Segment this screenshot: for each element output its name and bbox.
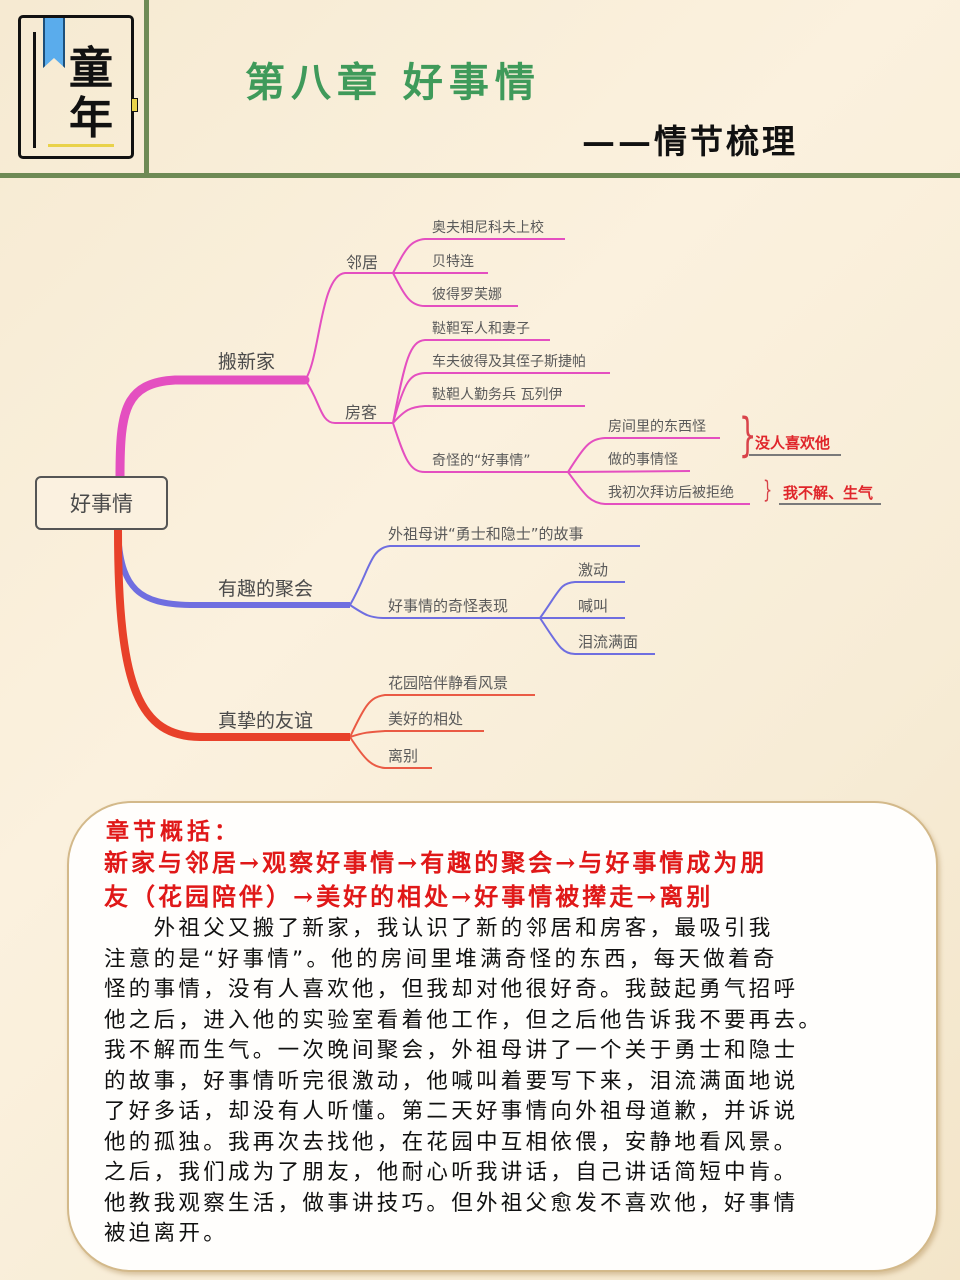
brace-icon: } [738, 408, 757, 462]
node-neighbor-1[interactable]: 奥夫相尼科夫上校 [432, 220, 544, 236]
node-rejected-visit[interactable]: 我初次拜访后被拒绝 [608, 485, 734, 501]
plot-flow-line: 友（花园陪伴）→美好的相处→好事情被撵走→离别 [104, 882, 714, 911]
book-spine [33, 32, 36, 148]
book-title-line2: 年 [69, 93, 113, 144]
note-underline [779, 503, 881, 505]
summary-line: 他的孤独。我再次去找他，在花园中互相依偎，安静地看风景。 [104, 1129, 799, 1155]
bookmark-ribbon-icon [43, 18, 65, 68]
plot-flow-line: 新家与邻居→观察好事情→有趣的聚会→与好事情成为朋 [104, 848, 768, 877]
summary-plot-flow: 新家与邻居→观察好事情→有趣的聚会→与好事情成为朋 友（花园陪伴）→美好的相处→… [104, 846, 914, 914]
node-true-friendship[interactable]: 真挚的友谊 [218, 710, 314, 732]
node-strange-behavior[interactable]: 好事情的奇怪表现 [388, 597, 509, 615]
summary-line: 注意的是“好事情”。他的房间里堆满奇怪的东西，每天做着奇 [104, 946, 778, 972]
mindmap-connectors [114, 238, 750, 769]
chapter-summary-box [67, 801, 938, 1272]
book-underline [48, 144, 114, 147]
node-excited[interactable]: 激动 [578, 561, 609, 579]
node-shouting[interactable]: 喊叫 [578, 597, 609, 615]
header-divider-vertical [144, 0, 149, 176]
mindmap-root-node[interactable]: 好事情 [35, 476, 168, 530]
summary-heading: 章节概括： [106, 818, 241, 845]
summary-line: 他之后，进入他的实验室看着他工作，但之后他告诉我不要再去。 [104, 1007, 824, 1033]
summary-line: 他教我观察生活，做事讲技巧。但外祖父愈发不喜欢他，好事情 [104, 1190, 799, 1216]
node-parting[interactable]: 离别 [388, 747, 419, 765]
branch-move-trunk [115, 375, 310, 481]
subtitle: ——情节梳理 [582, 122, 798, 161]
summary-line: 之后，我们成为了朋友，他耐心听我讲话，自己讲话简短中肯。 [104, 1160, 799, 1185]
node-neighbor-3[interactable]: 彼得罗芙娜 [432, 287, 502, 303]
note-underline [749, 454, 841, 456]
root-label: 好事情 [70, 492, 133, 516]
book-title-line1: 童 [69, 43, 113, 94]
branch-friend-trunk [114, 529, 350, 741]
node-strange-room[interactable]: 房间里的东西怪 [608, 419, 706, 435]
summary-body: 外祖父又搬了新家，我认识了新的邻居和房客，最吸引我 注意的是“好事情”。他的房间… [104, 914, 924, 1250]
book-clasp [131, 98, 138, 112]
summary-line: 怪的事情，没有人喜欢他，但我却对他很好奇。我鼓起勇气招呼 [104, 977, 799, 1002]
node-tenant-3[interactable]: 鞑靼人勤务兵 瓦列伊 [432, 387, 563, 403]
node-neighbor-2[interactable]: 贝特连 [432, 254, 474, 270]
book-icon: 童 年 [18, 15, 138, 159]
node-neighbors[interactable]: 邻居 [346, 253, 379, 272]
summary-line: 了好多话，却没有人听懂。第二天好事情向外祖母道歉，并诉说 [104, 1099, 799, 1124]
node-tenants[interactable]: 房客 [345, 403, 378, 422]
node-good-times[interactable]: 美好的相处 [388, 710, 464, 728]
node-garden-scenery[interactable]: 花园陪伴静看风景 [388, 674, 509, 692]
summary-line: 外祖父又搬了新家，我认识了新的邻居和房客，最吸引我 [104, 916, 774, 941]
node-tenant-2[interactable]: 车夫彼得及其侄子斯捷帕 [432, 354, 586, 370]
note-confused-angry: 我不解、生气 [783, 484, 874, 502]
header-divider-horizontal [0, 173, 960, 178]
node-fun-party[interactable]: 有趣的聚会 [218, 578, 314, 600]
node-tears[interactable]: 泪流满面 [578, 633, 639, 651]
summary-line: 我不解而生气。一次晚间聚会，外祖母讲了一个关于勇士和隐士 [104, 1038, 799, 1063]
summary-line: 的故事，好事情听完很激动，他喊叫着要写下来，泪流满面地说 [104, 1068, 799, 1094]
book-title: 童 年 [61, 44, 121, 144]
node-tenant-1[interactable]: 鞑靼军人和妻子 [432, 321, 530, 337]
brace-icon: } [763, 476, 773, 504]
note-nobody-likes-him: 没人喜欢他 [755, 434, 831, 452]
node-move-house[interactable]: 搬新家 [218, 351, 276, 373]
node-grandma-story[interactable]: 外祖母讲“勇士和隐士”的故事 [388, 525, 584, 543]
summary-line: 被迫离开。 [104, 1221, 229, 1246]
node-strange-good-business[interactable]: 奇怪的“好事情” [432, 453, 531, 469]
node-strange-deeds[interactable]: 做的事情怪 [608, 452, 678, 468]
chapter-title: 第八章 好事情 [245, 59, 541, 106]
